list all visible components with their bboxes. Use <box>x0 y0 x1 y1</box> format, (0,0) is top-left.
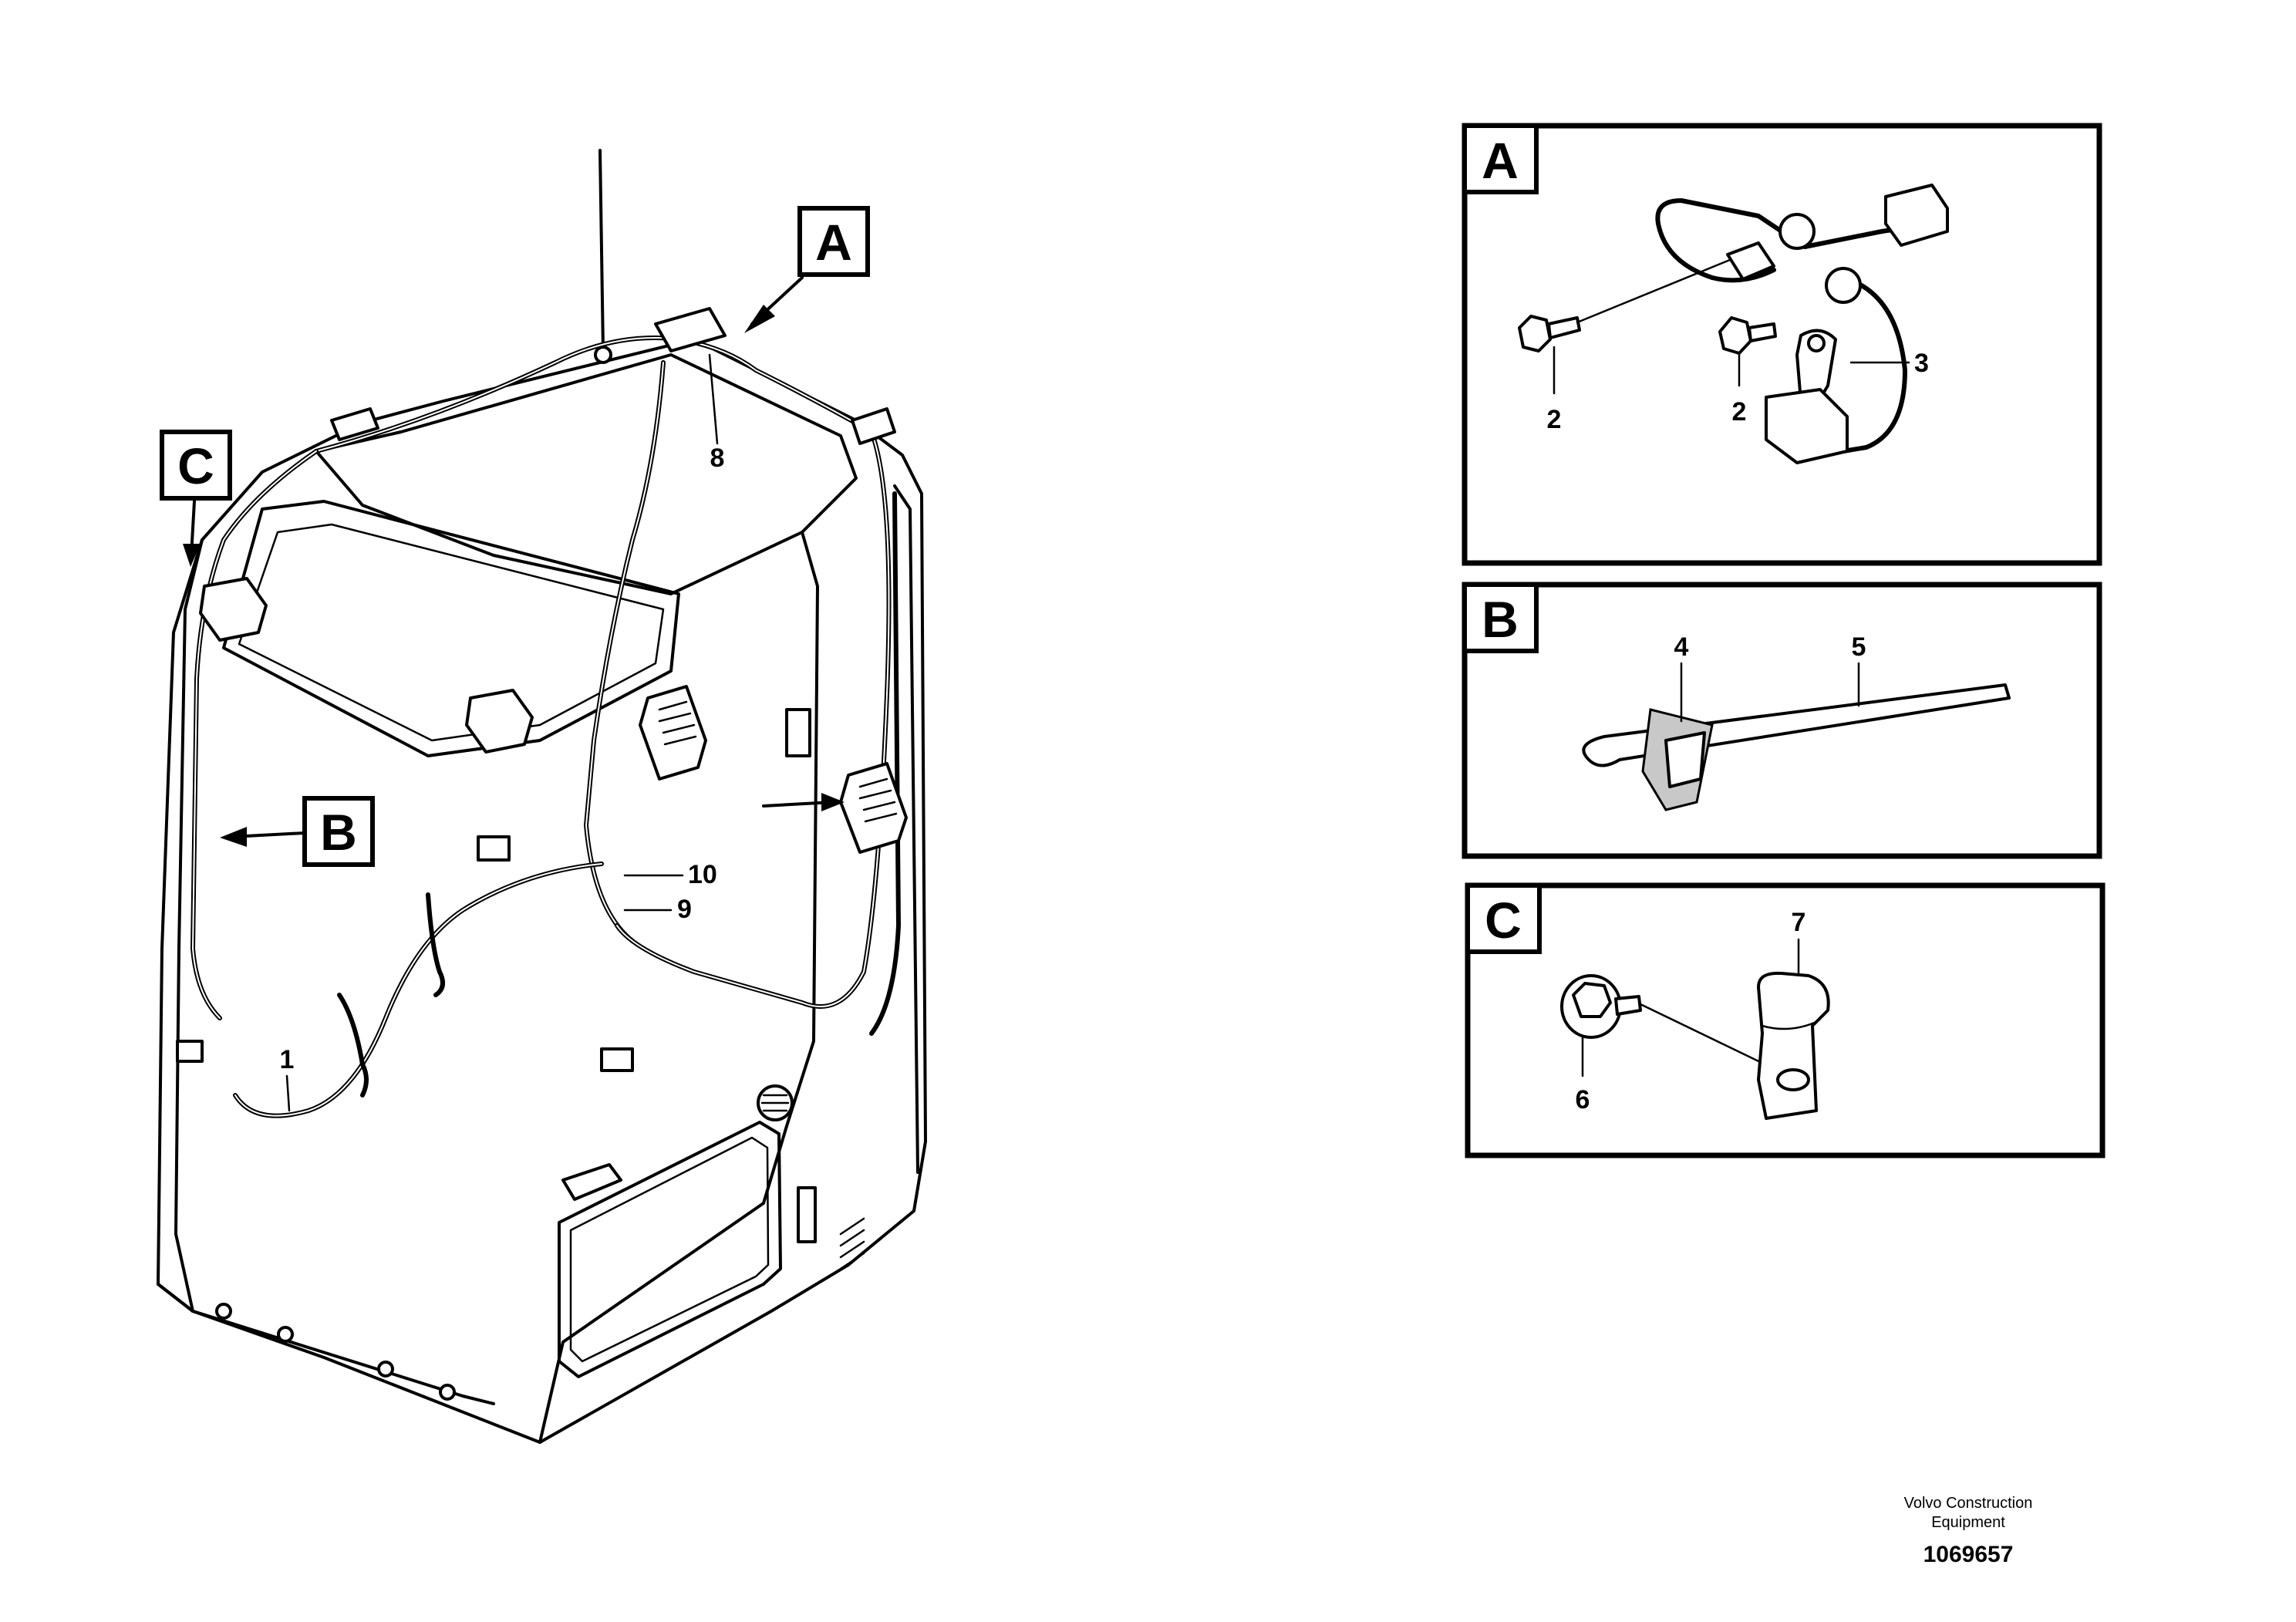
tag-c-label: C <box>177 437 214 494</box>
tag-a[interactable]: A <box>797 206 870 277</box>
harness-branch-2 <box>426 892 445 997</box>
detail-a-grommet <box>1778 213 1816 250</box>
antenna <box>598 149 605 352</box>
right-pillar <box>893 484 919 1174</box>
item-9-label: 9 <box>677 895 692 924</box>
left-pillar <box>174 538 204 1313</box>
detail-a-item-3: 3 <box>1914 349 1929 378</box>
drawing-number: 1069657 <box>1923 1542 2014 1567</box>
connector-mid <box>477 835 511 862</box>
base-bolt <box>439 1384 456 1401</box>
detail-b-item-4: 4 <box>1674 632 1689 662</box>
door-hinge <box>797 1186 817 1243</box>
side-module <box>785 708 811 757</box>
detail-c-panel: C 6 7 <box>1465 882 2106 1158</box>
cab-roof <box>315 353 858 595</box>
footer: Volvo Construction Equipment 1069657 <box>1904 1495 2033 1567</box>
harness-branch-1 <box>337 993 369 1098</box>
roof-bracket <box>330 407 379 441</box>
bolt-icon <box>1718 316 1777 355</box>
side-vent <box>839 1217 865 1270</box>
item-1-label: 1 <box>280 1045 295 1074</box>
windshield-frame <box>222 500 680 757</box>
detail-c-item-6: 6 <box>1576 1085 1590 1114</box>
item-8-label: 8 <box>710 443 725 473</box>
detail-a-plug <box>1765 388 1849 464</box>
cab-outline <box>157 338 927 1444</box>
side-window-frame <box>558 1121 782 1378</box>
p-clip <box>1757 971 1830 1120</box>
detail-a-item-2b: 2 <box>1732 397 1747 427</box>
antenna-base <box>594 346 612 364</box>
harness-roof <box>314 336 874 454</box>
detail-a-tag: A <box>1482 132 1519 189</box>
tag-b-label: B <box>320 804 357 861</box>
detail-c-tag: C <box>1485 892 1522 949</box>
detail-a-connector <box>1884 184 1949 247</box>
speaker-left <box>639 685 707 781</box>
base-bolt <box>377 1361 394 1378</box>
detail-a-panel: A 2 2 3 <box>1462 123 2102 566</box>
main-item-labels: 8 10 9 1 <box>280 353 725 1112</box>
connector-left <box>176 1040 204 1063</box>
base-rail <box>157 1283 495 1405</box>
detail-a-grommet <box>1825 267 1862 304</box>
cab-illustration <box>157 149 927 1444</box>
right-panel-edge <box>538 531 819 1444</box>
detail-b-tag: B <box>1482 591 1519 648</box>
base-bolt <box>215 1303 232 1320</box>
side-window-inner <box>569 1136 770 1363</box>
connector-10 <box>600 1047 634 1072</box>
flange-bolt-icon <box>1560 974 1642 1039</box>
company-line-2: Equipment <box>1931 1514 2005 1531</box>
roof-connector-block <box>654 307 727 352</box>
detail-a-clip <box>1726 241 1775 281</box>
windshield-inner <box>238 523 665 742</box>
detail-b-panel: B 4 5 <box>1462 582 2102 859</box>
tag-c[interactable]: C <box>160 430 232 501</box>
harness-lower-loop <box>233 862 604 1118</box>
item-10-label: 10 <box>688 860 717 889</box>
detail-b-item-5: 5 <box>1852 632 1866 662</box>
door-handle <box>561 1163 622 1201</box>
harness-center-drop <box>584 360 666 943</box>
detail-a-item-2a: 2 <box>1547 405 1562 434</box>
base-bolt <box>277 1326 294 1343</box>
company-line-1: Volvo Construction <box>1904 1495 2033 1512</box>
harness-right-wall <box>869 491 901 1036</box>
tag-b[interactable]: B <box>302 796 375 867</box>
detail-c-item-7: 7 <box>1792 908 1806 937</box>
work-lamp-center <box>465 689 534 754</box>
bolt-icon <box>1518 315 1581 352</box>
work-lamp-left <box>199 577 268 642</box>
rear-bracket <box>851 407 896 445</box>
tag-a-label: A <box>815 214 852 271</box>
